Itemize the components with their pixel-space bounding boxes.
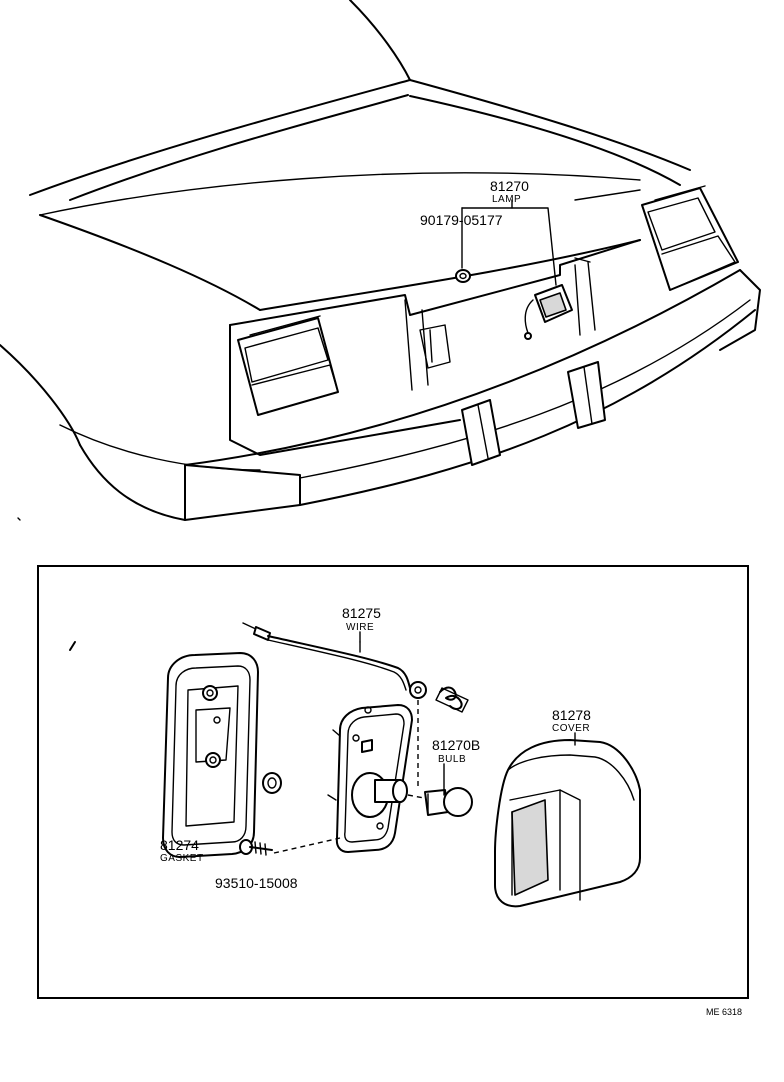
wire-part-name: WIRE (346, 622, 374, 633)
bulb-81270B (424, 787, 473, 817)
wire-part-number: 81275 (342, 605, 381, 621)
gasket-81274 (162, 652, 259, 858)
corner-mark (69, 641, 76, 651)
lamp-part-number: 81270 (490, 178, 529, 194)
grommet (262, 772, 282, 794)
gasket-part-number: 81274 (160, 837, 199, 853)
cover-part-number: 81278 (552, 707, 591, 723)
screw-part-number: 93510-15008 (215, 875, 298, 891)
bulb-part-name: BULB (438, 754, 466, 765)
figure-code: ME 6318 (706, 1007, 742, 1017)
lamp-part-name: LAMP (492, 194, 521, 205)
cover-part-name: COVER (552, 723, 590, 734)
contact-spring (435, 686, 469, 713)
screw-93510-15008 (239, 839, 273, 856)
bulb-part-number: 81270B (432, 737, 480, 753)
lamp-base (327, 704, 413, 853)
top-leader-lines (461, 199, 557, 286)
assembly-dash-lines (273, 700, 425, 854)
detail-frame (37, 565, 749, 999)
gasket-part-name: GASKET (160, 853, 204, 864)
nut-90179-05177 (455, 269, 471, 283)
nut-part-number: 90179-05177 (420, 212, 503, 228)
cover-81278 (494, 739, 641, 908)
license-lamp-81270 (524, 284, 573, 340)
vehicle-rear-illustration (0, 0, 761, 521)
detail-leader-lines (359, 631, 576, 796)
wire-81275 (242, 622, 427, 699)
